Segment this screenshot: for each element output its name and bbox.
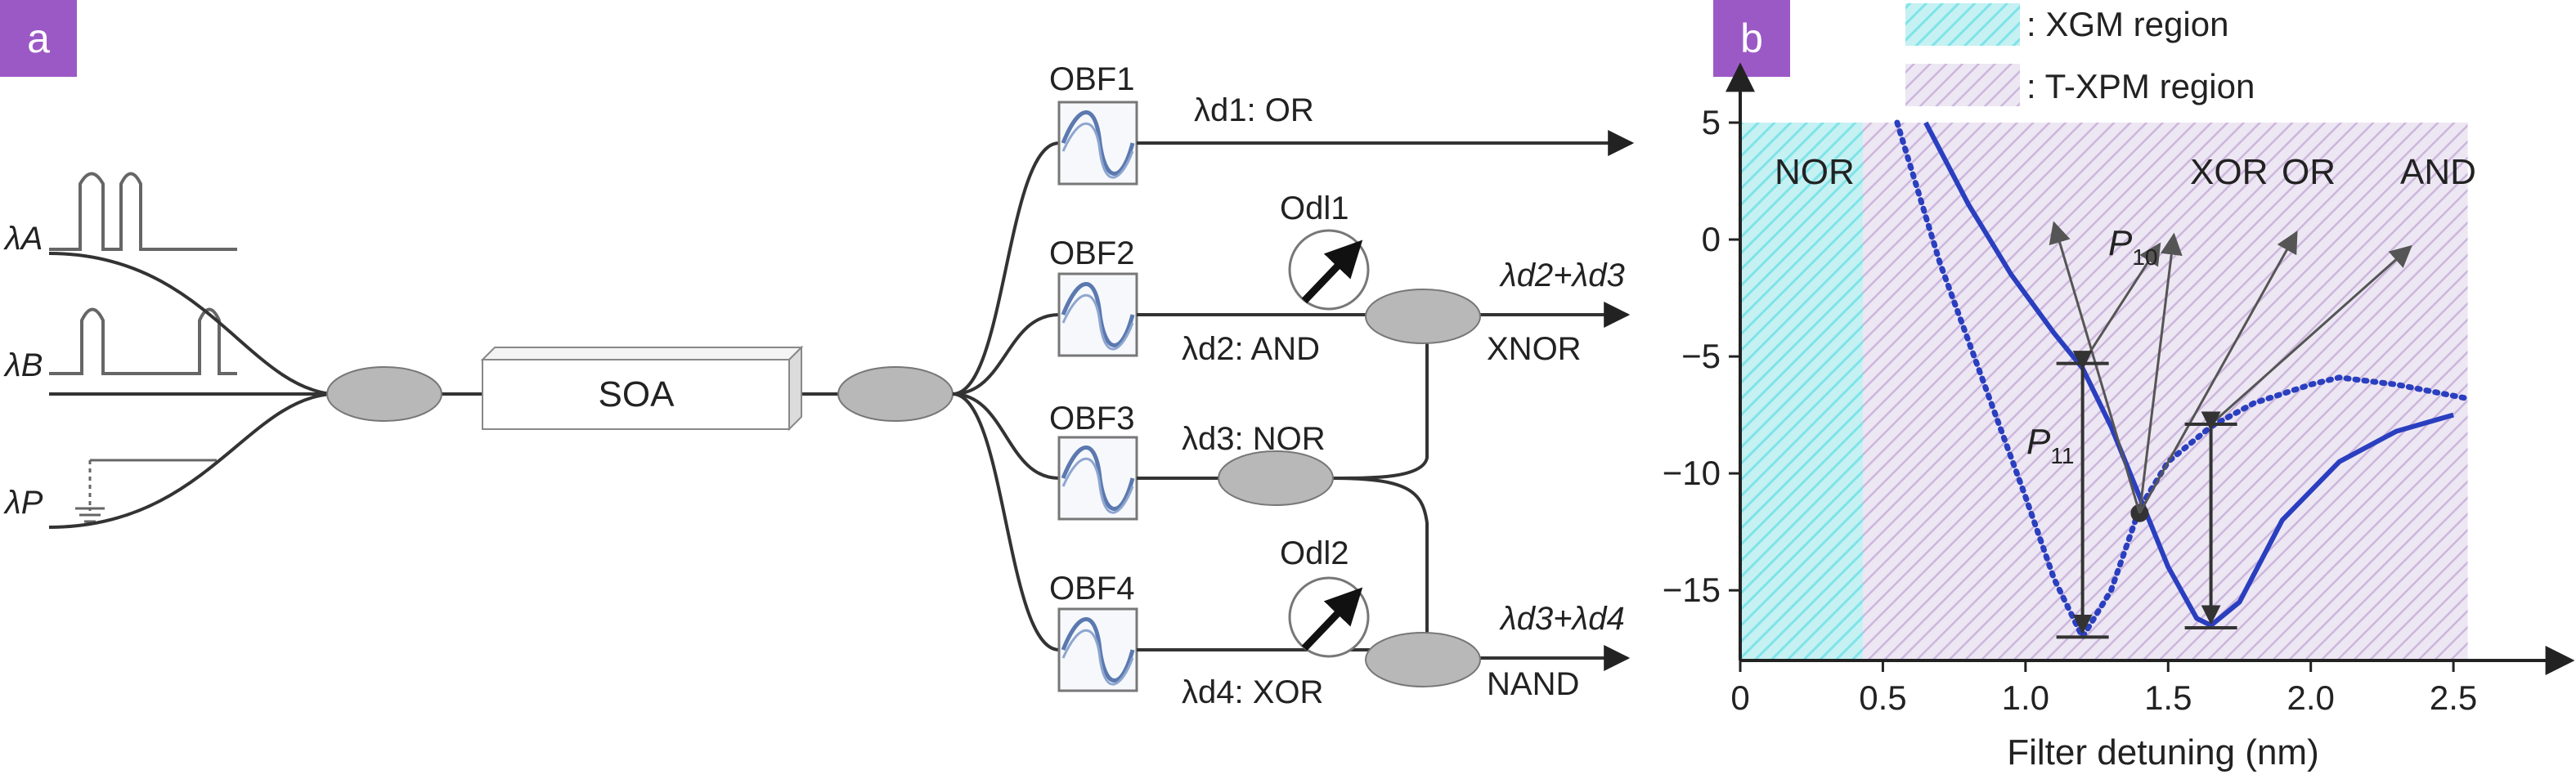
filter-obf2-label: OBF2 <box>1049 235 1134 271</box>
curve-label-p11: P11 <box>2026 422 2074 468</box>
output-or-label: λd1: OR <box>1194 92 1314 128</box>
y-tick-label: 5 <box>1702 103 1721 141</box>
combiner-bottom <box>1365 632 1481 687</box>
region-xgm <box>1740 123 1864 660</box>
output-xnor-label: XNOR <box>1487 331 1582 367</box>
curve-p10 <box>1923 121 2454 629</box>
soa-box <box>480 345 804 432</box>
legend-txpm-swatch <box>1905 64 2020 106</box>
input-p-cw <box>75 459 217 523</box>
panel-a-badge: a <box>0 0 77 77</box>
input-b-pulses <box>49 307 237 375</box>
legend-xgm-label: : XGM region <box>2026 5 2228 43</box>
filter-obf3-label: OBF3 <box>1049 401 1134 437</box>
filter-obf1 <box>1057 101 1138 186</box>
output-sum1-label: λd2+λd3 <box>1499 257 1625 293</box>
annotation-arrow-and <box>2210 244 2412 426</box>
input-a-label: λA <box>3 221 43 257</box>
annotation-arrow <box>2049 221 2141 514</box>
y-tick-label: −5 <box>1681 337 1721 375</box>
annotation-arrow <box>2138 232 2183 513</box>
delay-odl2 <box>1288 576 1370 658</box>
output-nor-label: λd3: NOR <box>1182 421 1326 457</box>
legend-xgm-swatch <box>1905 3 2020 46</box>
output-xor-label: λd4: XOR <box>1182 674 1323 710</box>
region-txpm <box>1863 123 2468 660</box>
x-axis-label: Filter detuning (nm) <box>2007 732 2318 772</box>
filter-obf1-label: OBF1 <box>1049 61 1134 97</box>
filter-obf2 <box>1057 272 1138 357</box>
y-tick-label: 0 <box>1702 220 1721 258</box>
region-label-or: OR <box>2282 152 2336 192</box>
filter-obf3 <box>1057 436 1138 521</box>
input-p-label: λP <box>3 485 43 521</box>
legend-txpm-label: : T-XPM region <box>2026 67 2255 105</box>
x-tick-label: 0 <box>1730 678 1749 717</box>
filter-obf4-label: OBF4 <box>1049 571 1134 607</box>
annotation-arrow-xor <box>2081 242 2161 365</box>
output-sum2-label: λd3+λd4 <box>1499 601 1625 637</box>
delay-odl1 <box>1288 229 1370 311</box>
output-splitter <box>837 366 954 422</box>
delay-odl1-label: Odl1 <box>1280 190 1349 226</box>
x-tick-label: 2.5 <box>2430 678 2477 717</box>
delay-odl2-label: Odl2 <box>1280 535 1349 571</box>
x-tick-label: 2.0 <box>2287 678 2334 717</box>
output-and-label: λd2: AND <box>1182 331 1320 367</box>
curve-label-p11-text: 11 <box>2050 443 2074 468</box>
combiner-top <box>1365 289 1481 344</box>
chart-axes: 0 0.5 1.0 1.5 2.0 2.5 5 0 −5 −10 −15 <box>1663 62 2575 717</box>
chart-annotations <box>2049 221 2412 639</box>
curve-label-p10-text: 10 <box>2132 244 2157 270</box>
region-label-and: AND <box>2400 152 2476 192</box>
y-tick-label: −10 <box>1663 454 1721 492</box>
filter-obf4 <box>1057 607 1138 692</box>
input-coupler <box>326 366 442 422</box>
input-b-label: λB <box>3 347 43 383</box>
input-fibers <box>48 252 838 529</box>
soa-label: SOA <box>599 374 675 414</box>
x-tick-label: 1.0 <box>2002 678 2049 717</box>
x-tick-label: 1.5 <box>2144 678 2192 717</box>
output-nand-label: NAND <box>1487 666 1579 702</box>
nor-coupler <box>1218 450 1334 506</box>
panel-a-schematic: λA λB λP SOA <box>3 61 1635 710</box>
annotation-arrow <box>2138 231 2298 514</box>
region-label-nor: NOR <box>1775 152 1855 192</box>
input-a-pulses <box>49 172 237 251</box>
chart-regions <box>1740 123 2468 660</box>
chart-curves <box>1894 119 2471 640</box>
x-tick-label: 0.5 <box>1859 678 1906 717</box>
region-label-xor: XOR <box>2190 152 2268 192</box>
panel-b-chart: : XGM region : T-XPM region 0 0.5 1.0 1.5 2.… <box>1663 3 2575 772</box>
y-tick-label: −15 <box>1663 571 1721 609</box>
filter-fibers <box>952 141 1060 651</box>
curve-p11 <box>1894 119 2471 640</box>
output-fibers <box>1137 130 1635 671</box>
